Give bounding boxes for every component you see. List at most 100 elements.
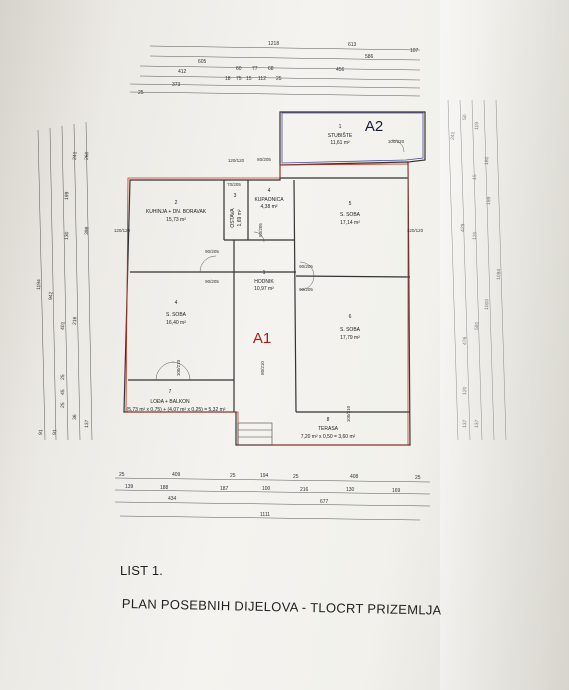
room-number: 5 (349, 201, 352, 207)
left-dim: 942 (48, 291, 54, 300)
room-area: (5,73 m² x 0,75) + (4,07 m² x 0,25) = 5,… (127, 407, 226, 413)
right-dim: 120 (462, 386, 468, 395)
left-dim: 91 (52, 429, 58, 435)
bottom-dim: 25 (119, 472, 125, 478)
room-number: 8 (327, 417, 330, 423)
bottom-dim: 409 (172, 472, 181, 478)
right-dim: 120 (472, 231, 478, 240)
left-dimension-lines (37, 121, 93, 441)
top-dim: 15 (246, 76, 252, 82)
top-dim: 77 (252, 66, 258, 72)
left-dim: 398 (84, 226, 90, 235)
top-dim: 60 (236, 66, 242, 72)
bottom-dim: 188 (160, 485, 169, 491)
right-dim: 429 (460, 223, 466, 232)
room-name: TERASA (318, 426, 339, 432)
top-dim: 586 (365, 54, 374, 60)
door-dim: 70/205 (227, 182, 241, 187)
room-loda-balkon: 7 LOĐA + BALKON (5,73 m² x 0,75) + (4,07… (127, 389, 226, 413)
door-dim: 80/210 (260, 361, 265, 375)
top-dim: 112 (258, 76, 266, 82)
unit-a2-boundary (281, 112, 424, 164)
room-name: KUHINJA + DN. BORAVAK (146, 209, 207, 215)
top-dimension-values: 1218 613 605 586 107 412 60 77 68 456 37… (138, 41, 419, 96)
room-name: S. SOBA (340, 327, 361, 333)
unit-label-a2: A2 (365, 118, 383, 135)
left-dim: 25 (60, 402, 66, 408)
room-name: LOĐA + BALKON (150, 399, 190, 405)
bottom-dim: 139 (125, 484, 134, 490)
left-dim: 25 (60, 374, 66, 380)
left-dim: 45 (60, 389, 66, 395)
room-hodnik: 1 HODNIK 10,97 m² (254, 270, 274, 292)
room-s-soba-6: 6 S. SOBA 17,79 m² (340, 314, 361, 341)
right-dim: 241 (450, 131, 456, 140)
left-dim: 199 (64, 191, 70, 200)
room-terasa: 8 TERASA 7,20 m² x 0,50 = 3,60 m² (301, 417, 356, 440)
room-area: 7,20 m² x 0,50 = 3,60 m² (301, 434, 356, 440)
room-number: 4 (175, 300, 178, 306)
right-dim: 199 (486, 196, 492, 205)
top-dim: 18 (225, 76, 231, 82)
left-dimension-values: 1194 942 401 25 45 25 91 36 216 130 199 … (36, 151, 90, 435)
bottom-dim: 187 (220, 486, 229, 492)
room-name: KUPAONICA (254, 197, 284, 203)
right-dim: 137 (474, 419, 480, 428)
door-dimension-labels: 100/220 80/205 70/205 80/205 90/205 90/2… (114, 139, 424, 422)
room-area: 15,73 m² (166, 217, 186, 223)
room-number: 1 (263, 270, 266, 276)
bottom-dim: 169 (392, 488, 401, 494)
right-dim: 15 (472, 174, 478, 180)
room-area: 17,14 m² (340, 220, 360, 226)
top-dim: 107 (410, 48, 419, 54)
left-dim: 91 (38, 429, 44, 435)
door-dim: 120/120 (228, 158, 245, 163)
right-dim: 160 (484, 156, 490, 165)
room-name: S. SOBA (166, 312, 187, 318)
top-dim: 75 (236, 76, 242, 82)
room-name: S. SOBA (340, 212, 361, 218)
bottom-dim: 434 (168, 496, 177, 502)
bottom-dim: 25 (230, 473, 236, 479)
room-area: 4,38 m² (261, 204, 278, 210)
bottom-dim: 100 (262, 486, 271, 492)
bottom-dim: 408 (350, 474, 359, 480)
room-name: STUBIŠTE (328, 132, 353, 139)
room-s-soba-5: 5 S. SOBA 17,14 m² (340, 201, 361, 226)
door-marks (155, 139, 405, 381)
bottom-dim: 25 (415, 475, 421, 481)
room-name: OSTAVA (230, 208, 236, 228)
top-dim: 68 (268, 66, 274, 72)
room-area: 17,79 m² (340, 335, 360, 341)
room-name: HODNIK (254, 279, 274, 285)
room-stubiste: 1 STUBIŠTE 11,61 m² (328, 124, 353, 146)
sheet-number: LIST 1. (120, 563, 164, 578)
bottom-dim: 25 (293, 474, 299, 480)
room-number: 1 (339, 124, 342, 130)
room-area: 11,61 m² (330, 140, 350, 146)
bottom-dimension-lines (114, 477, 431, 521)
room-number: 3 (234, 193, 237, 199)
door-dim: 90/205 (205, 279, 219, 284)
door-dim: 80/205 (258, 223, 263, 237)
left-dim: 137 (84, 419, 90, 428)
room-area: 10,97 m² (254, 286, 274, 292)
room-number: 7 (169, 389, 172, 395)
right-dim: 476 (462, 336, 468, 345)
bottom-dim: 1111 (260, 512, 270, 518)
right-dim: 1094 (496, 269, 502, 281)
bottom-dim: 130 (346, 487, 355, 493)
left-dim: 1194 (36, 279, 42, 290)
room-area: 1,69 m² (237, 209, 243, 226)
room-kuhinja: 2 KUHINJA + DN. BORAVAK 15,73 m² (146, 200, 207, 223)
bottom-dim: 677 (320, 499, 329, 505)
right-dim: 137 (462, 419, 468, 428)
right-dim: 119 (474, 122, 480, 130)
top-dim: 412 (178, 69, 187, 75)
door-dim: 100/210 (176, 359, 181, 376)
top-dim: 373 (172, 82, 181, 88)
room-number: 2 (175, 200, 178, 206)
door-dim: 100/220 (388, 139, 405, 144)
